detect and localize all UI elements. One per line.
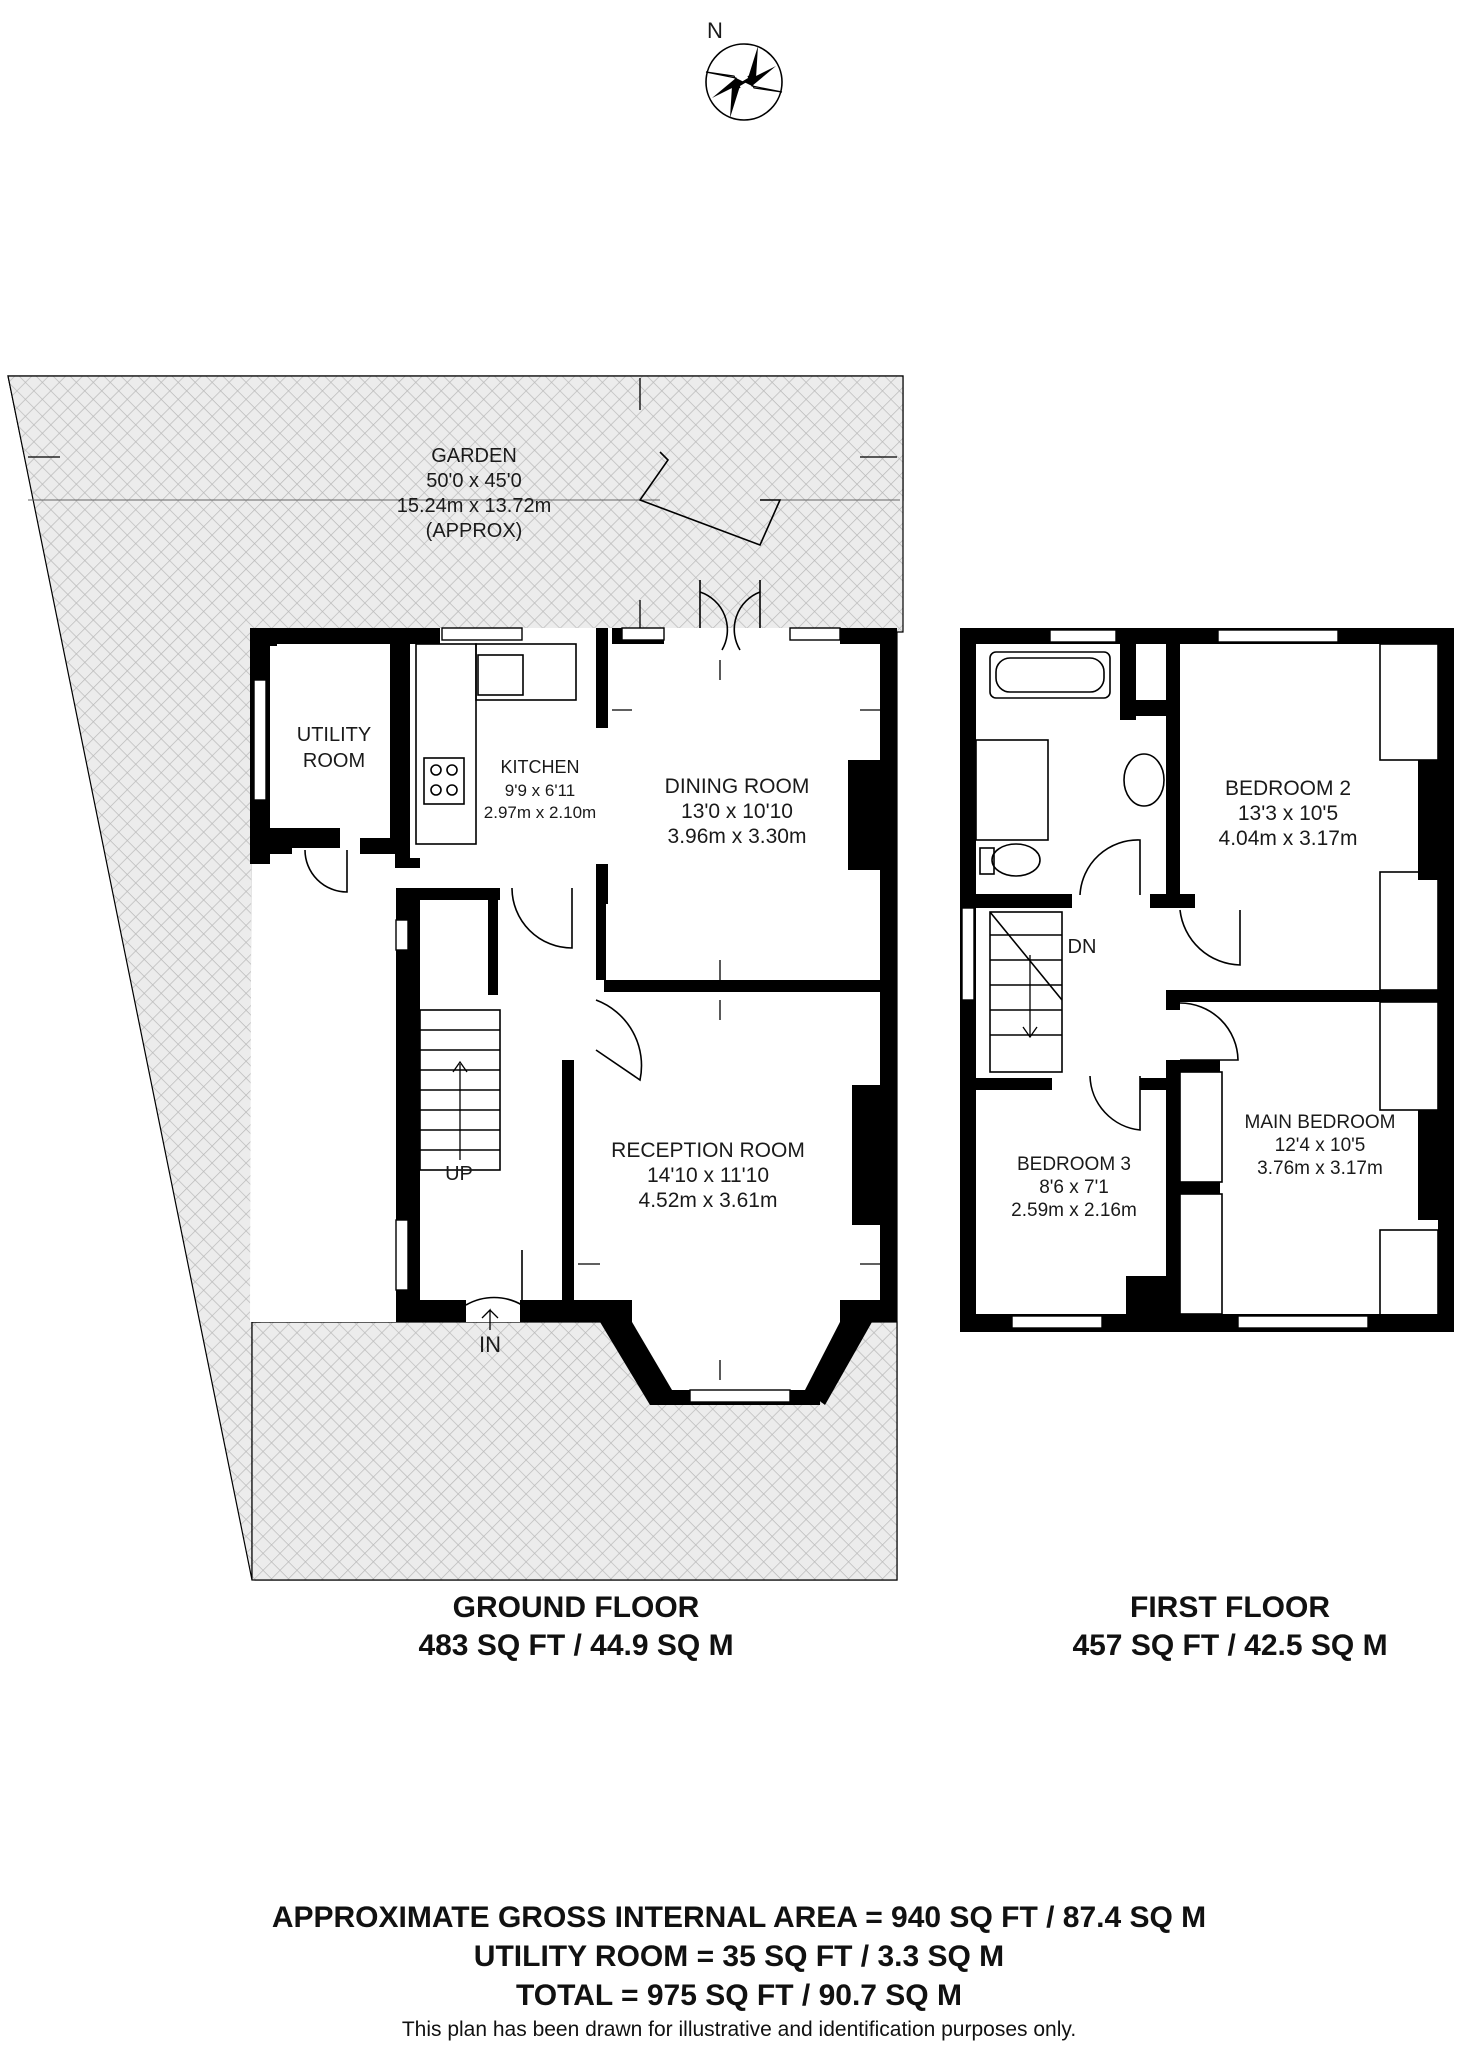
compass-label: N bbox=[707, 18, 723, 43]
first-floor-plan: BEDROOM 2 13'3 x 10'5 4.04m x 3.17m MAIN… bbox=[960, 628, 1454, 1662]
garden-name: GARDEN bbox=[431, 445, 517, 467]
disclaimer: This plan has been drawn for illustrativ… bbox=[402, 2018, 1076, 2041]
main-bedroom-metric: 3.76m x 3.17m bbox=[1257, 1158, 1383, 1179]
ground-floor-plan: GARDEN 50'0 x 45'0 15.24m x 13.72m (APPR… bbox=[7, 375, 904, 1662]
reception-metric: 4.52m x 3.61m bbox=[639, 1189, 778, 1212]
reception-imperial: 14'10 x 11'10 bbox=[647, 1164, 769, 1187]
main-bedroom-name: MAIN BEDROOM bbox=[1245, 1112, 1396, 1133]
kitchen-name: KITCHEN bbox=[500, 757, 579, 777]
stairs bbox=[419, 1009, 501, 1171]
first-floor-title: FIRST FLOOR bbox=[1130, 1591, 1330, 1624]
garden-imperial: 50'0 x 45'0 bbox=[426, 470, 522, 492]
stairs-down-label: DN bbox=[1068, 936, 1097, 958]
stairs-first-floor bbox=[989, 911, 1063, 1073]
utility-name-line1: UTILITY bbox=[297, 724, 371, 746]
ground-floor-area: 483 SQ FT / 44.9 SQ M bbox=[418, 1629, 733, 1662]
main-bedroom-imperial: 12'4 x 10'5 bbox=[1275, 1135, 1366, 1156]
bedroom2-name: BEDROOM 2 bbox=[1225, 777, 1351, 800]
area-summary: APPROXIMATE GROSS INTERNAL AREA = 940 SQ… bbox=[272, 1901, 1206, 2041]
reception-name: RECEPTION ROOM bbox=[611, 1139, 805, 1162]
bedroom3-metric: 2.59m x 2.16m bbox=[1011, 1200, 1137, 1221]
entrance-label: IN bbox=[479, 1332, 501, 1357]
kitchen-imperial: 9'9 x 6'11 bbox=[505, 781, 575, 800]
total-area: TOTAL = 975 SQ FT / 90.7 SQ M bbox=[516, 1979, 962, 2012]
utility-name-line2: ROOM bbox=[303, 750, 365, 772]
ground-floor-title: GROUND FLOOR bbox=[453, 1591, 700, 1624]
stairs-up-label: UP bbox=[445, 1163, 473, 1185]
bedroom2-metric: 4.04m x 3.17m bbox=[1219, 827, 1358, 850]
utility-area: UTILITY ROOM = 35 SQ FT / 3.3 SQ M bbox=[474, 1940, 1004, 1973]
dining-name: DINING ROOM bbox=[665, 775, 810, 798]
gross-area: APPROXIMATE GROSS INTERNAL AREA = 940 SQ… bbox=[272, 1901, 1206, 1934]
garden-metric: 15.24m x 13.72m bbox=[397, 495, 552, 517]
dining-metric: 3.96m x 3.30m bbox=[668, 825, 807, 848]
first-floor-area: 457 SQ FT / 42.5 SQ M bbox=[1072, 1629, 1387, 1662]
kitchen-metric: 2.97m x 2.10m bbox=[484, 803, 596, 822]
bedroom3-name: BEDROOM 3 bbox=[1017, 1154, 1131, 1175]
garden-note: (APPROX) bbox=[426, 520, 523, 542]
bedroom3-imperial: 8'6 x 7'1 bbox=[1039, 1177, 1109, 1198]
north-arrow-icon: N bbox=[705, 18, 783, 121]
dining-imperial: 13'0 x 10'10 bbox=[681, 800, 793, 823]
bedroom2-imperial: 13'3 x 10'5 bbox=[1238, 802, 1338, 825]
